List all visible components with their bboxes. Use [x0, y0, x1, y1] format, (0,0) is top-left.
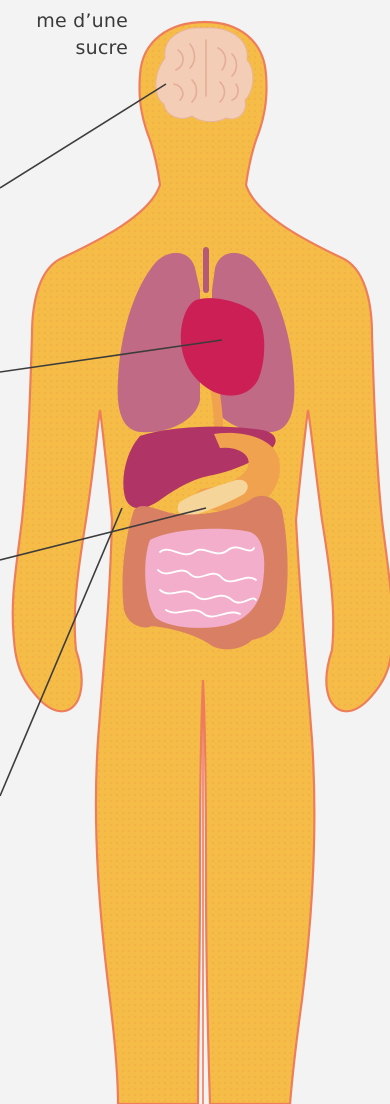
caption-text: me d’une sucre [8, 8, 128, 62]
small-intestine [145, 529, 264, 628]
caption-line-1: me d’une [8, 8, 128, 35]
caption-line-2: sucre [8, 35, 128, 62]
pointer-line-brain [0, 84, 166, 188]
brain [156, 28, 253, 122]
